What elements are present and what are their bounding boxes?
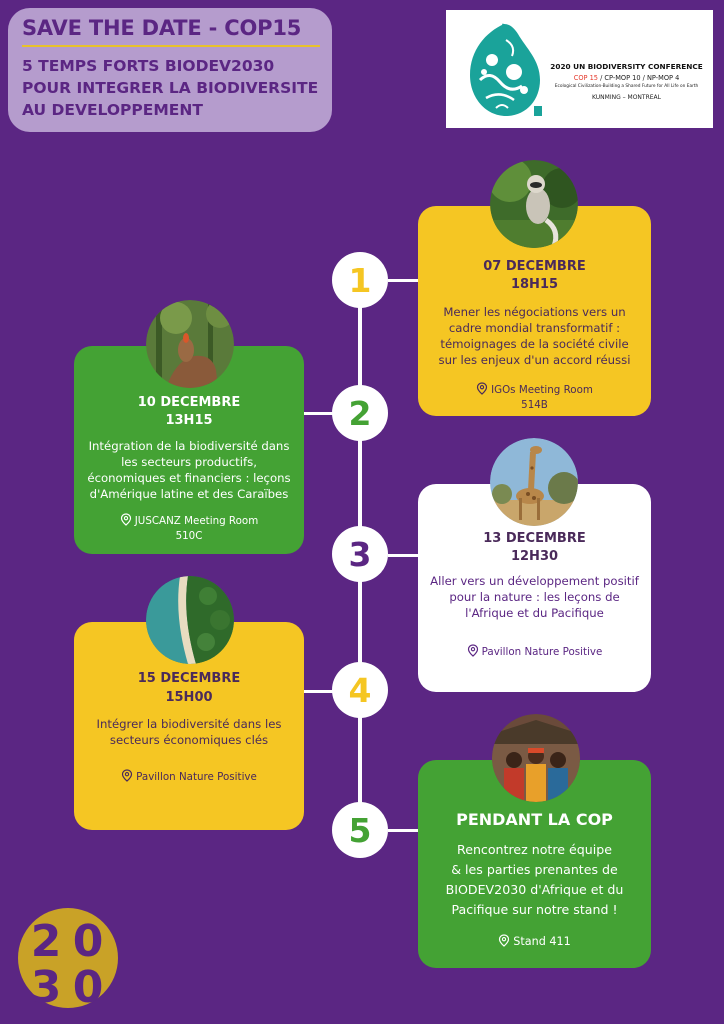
event-title: PENDANT LA COP: [456, 810, 613, 829]
event-description: Rencontrez notre équipe & les parties pr…: [445, 842, 624, 917]
event-time: 13H15: [165, 413, 213, 428]
timeline-connector-2: [302, 412, 334, 415]
timeline-connector-1: [388, 279, 420, 282]
step-number-2: 2: [332, 385, 388, 441]
event-location: IGOs Meeting Room 514B: [418, 382, 651, 413]
coast-aerial-photo: [146, 576, 234, 664]
event-location: Pavillon Nature Positive: [418, 644, 651, 660]
event-time: 12H30: [510, 549, 559, 564]
event-time: 15H00: [165, 690, 213, 705]
step-number-1: 1: [332, 252, 388, 308]
conference-title: 2020 UN BIODIVERSITY CONFERENCE: [550, 62, 703, 71]
timeline-connector-3: [388, 554, 420, 557]
step-number-4: 4: [332, 662, 388, 718]
event-description: Intégrer la biodiversité dans les secteu…: [96, 717, 282, 747]
conference-logo: 2020 UN BIODIVERSITY CONFERENCE COP 15 /…: [446, 10, 713, 128]
biodev2030-logo-icon: 2 0 3 0: [18, 908, 118, 1010]
event-location: Pavillon Nature Positive: [74, 769, 304, 785]
timeline-connector-5: [388, 829, 420, 832]
people-photo: [492, 714, 580, 802]
map-pin-icon: [476, 382, 488, 395]
event-card-5: PENDANT LA COP Rencontrez notre équipe &…: [418, 760, 651, 968]
hand-seeds-photo: [146, 300, 234, 388]
conference-tagline: Ecological Civilization-Building a Share…: [554, 84, 699, 89]
step-number-5: 5: [332, 802, 388, 858]
page-title: SAVE THE DATE - COP15: [22, 16, 302, 40]
event-location: Stand 411: [418, 934, 651, 949]
event-description: Mener les négociations vers un cadre mon…: [438, 305, 631, 367]
event-card-2: 10 DECEMBRE 13H15 Intégration de la biod…: [74, 346, 304, 554]
header-banner: [8, 8, 332, 132]
event-date: 13 DECEMBRE: [483, 531, 586, 546]
svg-text:0: 0: [73, 962, 104, 1010]
map-pin-icon: [499, 934, 510, 947]
event-location: JUSCANZ Meeting Room 510C: [74, 513, 304, 544]
event-time: 18H15: [510, 277, 559, 292]
giraffe-photo: [490, 438, 578, 526]
conference-meetings: COP 15 / CP-MOP 10 / NP-MOP 4: [573, 74, 680, 82]
event-description: Intégration de la biodiversité dans les …: [87, 439, 291, 501]
timeline-connector-4: [302, 690, 334, 693]
map-pin-icon: [122, 769, 133, 782]
lemur-photo: [490, 160, 578, 248]
event-date: 15 DECEMBRE: [137, 671, 241, 686]
biodiversity-emblem-icon: [470, 23, 542, 116]
conference-logo-text: 2020 UN BIODIVERSITY CONFERENCE COP 15 /…: [544, 10, 709, 128]
event-date: 07 DECEMBRE: [483, 259, 586, 274]
conference-location: KUNMING – MONTREAL: [591, 94, 661, 101]
title-divider: [22, 45, 320, 47]
svg-text:0: 0: [73, 916, 104, 967]
map-pin-icon: [467, 644, 478, 657]
page-subtitle: 5 TEMPS FORTS BIODEV2030 POUR INTEGRER L…: [22, 57, 319, 119]
map-pin-icon: [120, 513, 131, 526]
svg-text:2: 2: [31, 916, 62, 967]
svg-text:3: 3: [31, 962, 62, 1010]
event-date: 10 DECEMBRE: [137, 395, 241, 410]
event-description: Aller vers un développement positif pour…: [430, 574, 639, 620]
step-number-3: 3: [332, 526, 388, 582]
